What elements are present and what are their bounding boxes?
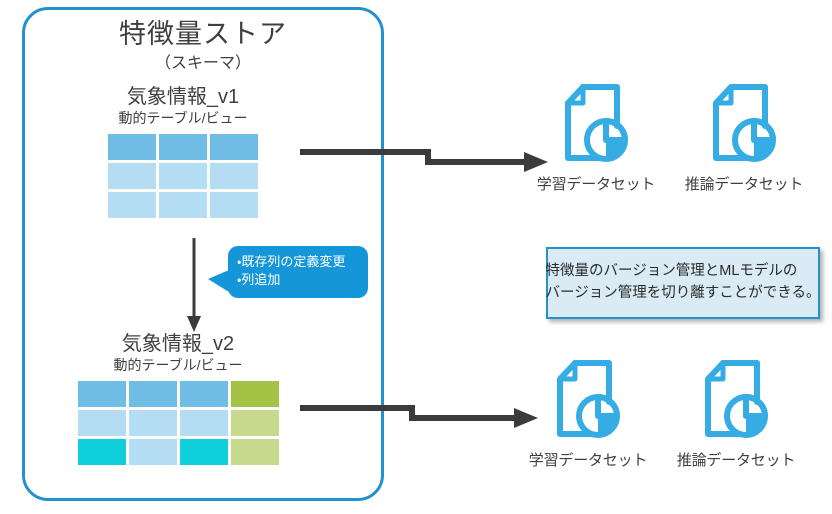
document-pie-chart-icon	[557, 360, 620, 438]
table-v2-name: 気象情報_v2	[121, 333, 235, 355]
table-v1-cell-r1-c2	[159, 133, 207, 160]
version-transition-arrow	[187, 238, 201, 332]
table-v2-cell-r1-c3	[179, 380, 228, 407]
document-pie-chart-icon	[713, 84, 776, 162]
table-v2-cell-r3-c3	[179, 438, 228, 465]
table-v1-cell-r3-c3	[210, 191, 258, 218]
dataset-infer-top-label: 推論データセット	[684, 176, 804, 193]
table-v2-cell-r1-c2	[128, 380, 177, 407]
document-pie-chart-icon	[565, 84, 628, 162]
feature-store-title: 特徴量ストア	[119, 19, 287, 49]
table-v2-cell-r1-c4	[230, 380, 279, 407]
arrow-v1-to-datasets	[300, 149, 548, 172]
benefit-note-box: 特徴量のバージョン管理とMLモデルの バージョン管理を切り離すことができる。	[546, 247, 820, 319]
table-v2-subtitle: 動的テーブル/ビュー	[113, 357, 243, 373]
callout-line-1: ・既存列の定義変更	[237, 254, 346, 269]
dataset-infer-top: 推論データセット	[684, 82, 804, 194]
table-v2-cell-r3-c1	[77, 438, 126, 465]
dataset-train-bottom: 学習データセット	[528, 358, 648, 470]
table-v1-cell-r3-c1	[108, 191, 156, 218]
feature-store-subtitle: （スキーマ）	[154, 55, 251, 72]
arrow-v2-to-datasets	[300, 405, 538, 428]
dataset-infer-bottom-label: 推論データセット	[676, 452, 796, 469]
dataset-train-top: 学習データセット	[536, 82, 656, 194]
table-v1-cell-r3-c2	[159, 191, 207, 218]
dataset-train-top-label: 学習データセット	[536, 176, 656, 193]
table-v2-cell-r2-c1	[77, 409, 126, 436]
table-v2-grid	[47, 380, 309, 465]
document-pie-chart-icon	[705, 360, 768, 438]
dataset-infer-bottom: 推論データセット	[676, 358, 796, 470]
schema-change-callout: ・既存列の定義変更 ・列追加	[208, 246, 368, 298]
table-v2-cell-r2-c4	[230, 409, 279, 436]
table-v1-subtitle: 動的テーブル/ビュー	[118, 110, 248, 126]
table-v2-cell-r3-c4	[230, 438, 279, 465]
table-v1-cell-r1-c3	[210, 133, 258, 160]
table-group-v2: 気象情報_v2 動的テーブル/ビュー	[47, 333, 309, 465]
table-v1-cell-r2-c3	[210, 162, 258, 189]
table-v1-cell-r2-c2	[159, 162, 207, 189]
table-group-v1: 気象情報_v1 動的テーブル/ビュー	[52, 86, 314, 218]
benefit-note-line-2: バージョン管理を切り離すことができる。	[545, 285, 821, 301]
benefit-note-text: 特徴量のバージョン管理とMLモデルの バージョン管理を切り離すことができる。	[546, 261, 821, 305]
callout-tail-icon	[208, 270, 229, 292]
table-v1-cell-r1-c1	[108, 133, 156, 160]
table-v2-cell-r2-c3	[179, 409, 228, 436]
callout-line-2: ・列追加	[237, 272, 281, 288]
table-v2-cell-r3-c2	[128, 438, 177, 465]
dataset-train-bottom-label: 学習データセット	[528, 452, 648, 469]
benefit-note-line-1: 特徴量のバージョン管理とMLモデルの	[545, 263, 798, 280]
table-v1-cell-r2-c1	[108, 162, 156, 189]
table-v1-grid	[52, 133, 314, 218]
table-v2-cell-r1-c1	[77, 380, 126, 407]
table-v2-cell-r2-c2	[128, 409, 177, 436]
table-v1-name: 気象情報_v1	[126, 86, 240, 108]
